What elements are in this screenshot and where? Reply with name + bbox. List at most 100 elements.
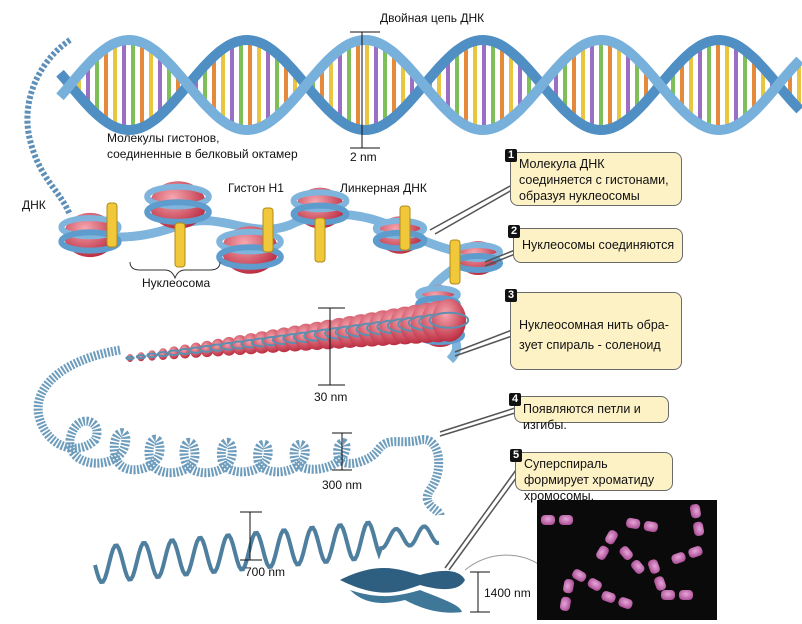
solenoid-nucleosome	[126, 354, 134, 362]
chromosome	[601, 590, 633, 610]
label-chromatid-width: 1400 nm	[484, 586, 531, 600]
dna-wrap	[58, 229, 122, 254]
label-dna: ДНК	[22, 198, 46, 212]
solenoid-nucleosome	[147, 350, 157, 361]
solenoid-nucleosome	[179, 344, 191, 359]
solenoid-fiber	[125, 298, 470, 362]
step-text: Суперспираль формирует хроматиду хромосо…	[524, 457, 655, 503]
label-histones-2: соединенные в белковый октамер	[107, 147, 298, 161]
label-nucleosome: Нуклеосома	[142, 276, 211, 290]
label-helix-width: 2 nm	[350, 150, 377, 164]
chromosome-arm	[559, 596, 571, 611]
chromosome-arm	[661, 590, 675, 600]
chromosome-arm	[541, 515, 555, 525]
solenoid-nucleosome	[431, 298, 467, 342]
solenoid-nucleosome	[200, 340, 214, 358]
histone-h1	[174, 222, 186, 268]
chromosome-arm	[587, 578, 602, 591]
callout-step-2: 2 Нуклеосомы соединяются	[508, 225, 683, 263]
chromatid-width-marker	[470, 571, 490, 613]
chromosome-arm	[647, 559, 660, 574]
step-number: 3	[505, 289, 517, 302]
chromosome-arm	[601, 590, 616, 603]
chromosome	[671, 545, 703, 565]
histone-h1	[106, 202, 118, 248]
solenoid-width-marker	[318, 307, 345, 386]
chromosome-arm	[572, 569, 587, 582]
solenoid-nucleosome	[137, 352, 145, 362]
dna-double-helix	[56, 34, 802, 136]
callout-leaders	[429, 184, 520, 571]
label-double-helix: Двойная цепь ДНК	[380, 11, 485, 25]
dna-tail	[24, 37, 73, 217]
dna-wrap	[216, 228, 284, 255]
chromosome-arm	[693, 521, 705, 536]
chromosome	[541, 515, 573, 525]
step-number: 5	[510, 449, 522, 462]
step-number: 1	[505, 149, 517, 162]
chromosome-arm	[679, 590, 693, 600]
label-supercoil-width: 700 nm	[245, 565, 286, 579]
supercoil-path	[93, 520, 440, 585]
chromosome-arm	[626, 517, 641, 529]
chromosome-arm	[596, 545, 609, 560]
chromosome	[619, 546, 645, 574]
label-histone-h1: Гистон H1	[228, 181, 284, 195]
step-text: Нуклеосомы соединяются	[522, 238, 675, 252]
dna-strand	[56, 34, 802, 136]
micrograph-chromosomes	[541, 504, 705, 611]
histone-h1	[449, 239, 461, 285]
solenoid-wrap	[146, 352, 158, 359]
chromosome-arm	[563, 579, 575, 594]
chromosome-arm	[619, 546, 633, 561]
step-text: Нуклеосомная нить обра-зует спираль - со…	[519, 318, 669, 352]
solenoid-wrap	[135, 354, 147, 360]
histone-h1	[262, 207, 274, 253]
solenoid-nucleosome	[158, 348, 168, 360]
dna-wrap	[144, 199, 212, 225]
solenoid-nucleosome	[168, 346, 180, 360]
step-number: 2	[508, 225, 520, 238]
helix-width-marker	[350, 31, 380, 149]
dna-wrap	[144, 183, 212, 210]
histone-h1	[399, 205, 411, 251]
chromosome	[661, 590, 693, 600]
histone-h1-clamps	[106, 202, 461, 285]
chromosome-arm	[654, 576, 667, 591]
callout-step-3: 3 Нуклеосомная нить обра-зует спираль - …	[505, 289, 682, 370]
nucleosome-bracket	[129, 261, 221, 280]
solenoid-nucleosome	[210, 338, 226, 357]
step-text: Молекула ДНК соединяется с гистонами, об…	[519, 157, 669, 203]
chromosome-arm	[631, 559, 645, 574]
dna-wrap	[58, 215, 122, 240]
label-linker-dna: Линкерная ДНК	[340, 181, 427, 195]
label-loops-width: 300 nm	[322, 478, 363, 492]
callout-step-1: 1 Молекула ДНК соединяется с гистонами, …	[505, 149, 682, 206]
chromosome-arm	[559, 515, 573, 525]
loops-width-marker	[332, 432, 352, 471]
supercoil-fiber	[93, 520, 440, 585]
chromosome	[596, 530, 618, 560]
chromosome-arm	[688, 545, 703, 558]
callout-step-4: 4 Появляются петли и изгибы.	[509, 393, 669, 432]
chromosome-micrograph	[537, 500, 717, 620]
step-text: Появляются петли и изгибы.	[523, 402, 641, 432]
chromatid	[340, 568, 465, 613]
chromosome	[559, 579, 575, 611]
solenoid-wrap	[125, 355, 135, 361]
callout-step-5: 5 Суперспираль формирует хроматиду хромо…	[510, 449, 673, 503]
looped-fiber	[33, 345, 445, 517]
chromosome	[647, 559, 667, 591]
chromosome-arm	[689, 504, 701, 519]
solenoid-nucleosome	[189, 342, 203, 358]
chromosome-arm	[671, 552, 686, 565]
chromosome-arm	[618, 597, 633, 610]
solenoid-wrap	[428, 311, 470, 329]
supercoil-width-marker	[240, 511, 262, 561]
dna-wrap	[290, 189, 350, 213]
dna-strand	[56, 34, 802, 136]
chromosome	[689, 504, 705, 536]
chromosome-arm	[643, 521, 658, 533]
